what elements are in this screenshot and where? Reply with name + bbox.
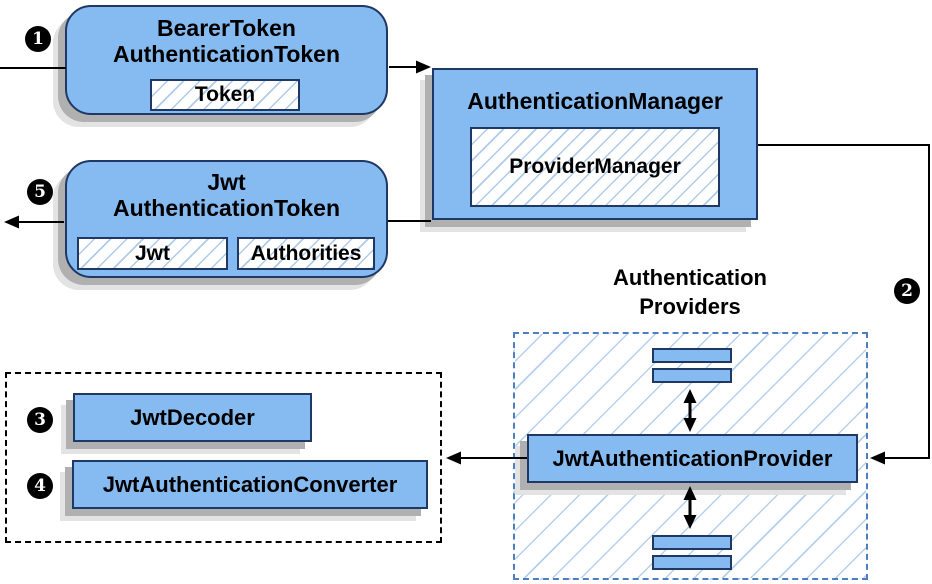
authentication-providers-label-line2: Providers [639, 294, 741, 319]
jwt-authentication-provider-node: JwtAuthenticationProvider [527, 434, 858, 483]
jwt-decoder-label: JwtDecoder [130, 404, 255, 430]
jwt-token-title-line1: Jwt [207, 169, 246, 195]
token-chip-label: Token [194, 83, 256, 106]
provider-placeholder-bar [652, 535, 732, 550]
step-4-marker: 4 [27, 473, 53, 499]
jwt-chip-label: Jwt [134, 241, 170, 265]
authentication-manager-title: AuthenticationManager [467, 88, 723, 114]
provider-to-converter-arrowhead-icon [446, 451, 461, 465]
decoder-converter-group-box [5, 372, 442, 543]
step-1-marker: 1 [25, 26, 51, 52]
manager-to-provider-arrowhead-icon [870, 451, 885, 465]
jwt-chip: Jwt [77, 237, 228, 270]
provider-placeholder-bar [652, 348, 732, 363]
authentication-providers-label-line1: Authentication [613, 265, 767, 290]
provider-placeholder-bar [652, 555, 732, 570]
outgoing-result-arrowhead-icon [4, 215, 19, 229]
authorities-chip-label: Authorities [250, 241, 362, 265]
step-3-marker: 3 [27, 407, 53, 433]
bearer-token-authentication-token-node: BearerToken AuthenticationToken Token [65, 5, 388, 115]
step-5-marker: 5 [27, 179, 53, 205]
bearer-to-manager-arrowhead-icon [416, 60, 431, 74]
authentication-providers-label: Authentication Providers [565, 263, 815, 321]
authorities-chip: Authorities [237, 237, 375, 270]
bearer-token-title-line2: AuthenticationToken [112, 41, 340, 67]
provider-placeholder-bar [652, 368, 732, 383]
jwt-decoder-node: JwtDecoder [73, 393, 312, 442]
jwt-authentication-token-node: Jwt AuthenticationToken Jwt Authorities [65, 160, 388, 278]
jwt-token-title-line2: AuthenticationToken [112, 195, 340, 221]
token-chip: Token [150, 79, 300, 111]
step-2-marker: 2 [894, 278, 920, 304]
jwt-authentication-converter-label: JwtAuthenticationConverter [102, 471, 398, 497]
jwt-authentication-provider-label: JwtAuthenticationProvider [552, 445, 833, 471]
jwt-authentication-converter-node: JwtAuthenticationConverter [72, 460, 428, 509]
bearer-token-title-line1: BearerToken [157, 15, 296, 41]
provider-manager-chip: ProviderManager [470, 127, 720, 207]
provider-manager-chip-label: ProviderManager [509, 155, 681, 178]
authentication-manager-node: AuthenticationManager ProviderManager [432, 68, 758, 220]
